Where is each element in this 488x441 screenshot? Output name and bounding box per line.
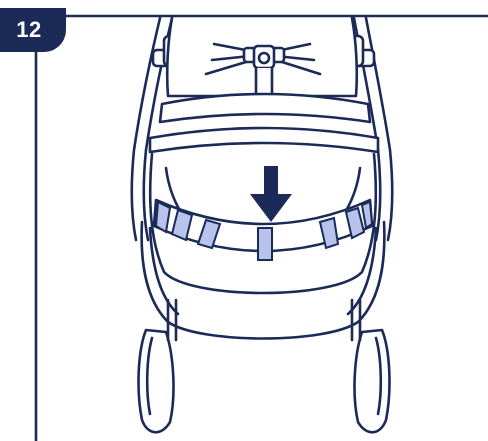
- down-arrow-icon: [250, 166, 292, 222]
- bumper-bar: [148, 126, 380, 154]
- leg-rest-stripes: [154, 200, 374, 261]
- step-number-badge: 12: [0, 8, 66, 52]
- seat-cushion: [158, 92, 372, 124]
- left-front-wheel: [137, 298, 178, 434]
- step-number: 12: [16, 17, 42, 42]
- right-front-wheel: [350, 298, 391, 434]
- basket-frame: [140, 220, 386, 340]
